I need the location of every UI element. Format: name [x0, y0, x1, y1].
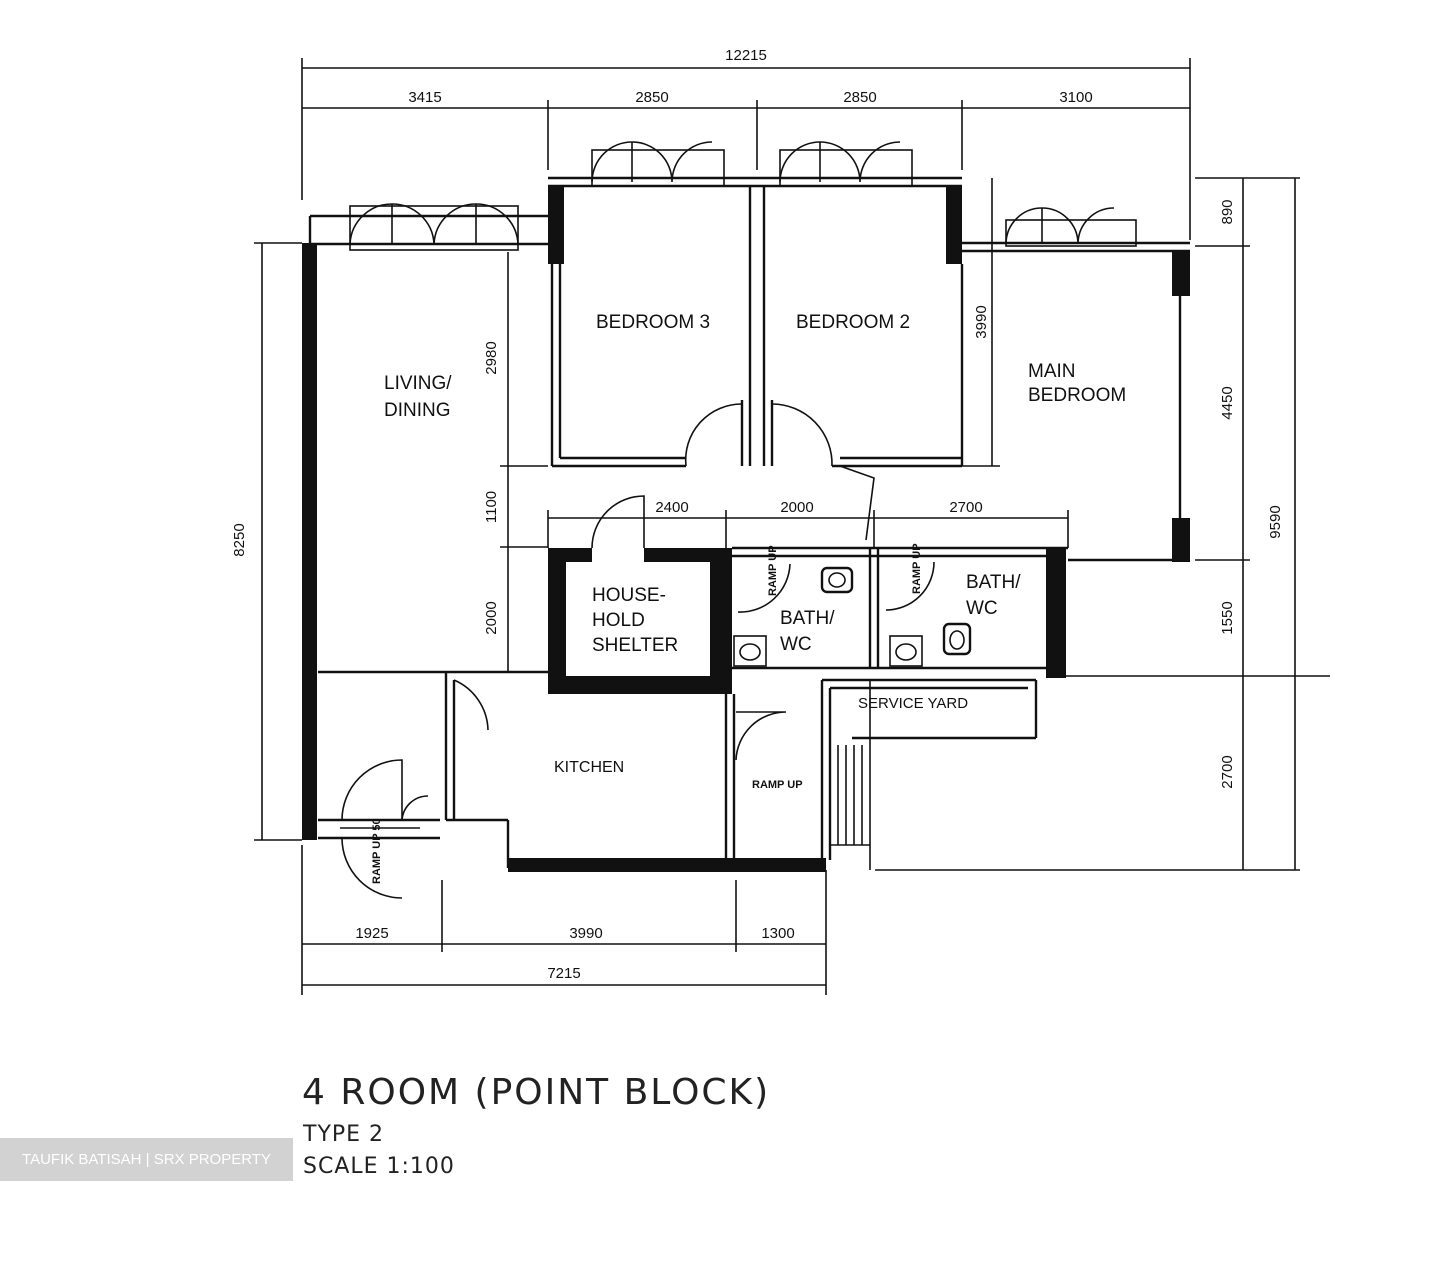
label-ramp-kitchen: RAMP UP: [752, 779, 803, 791]
label-service-yard: SERVICE YARD: [858, 695, 968, 712]
dim-right-4: 2700: [1219, 755, 1236, 788]
dim-top-total: 12215: [725, 47, 767, 64]
dim-right-3: 1550: [1219, 601, 1236, 634]
label-bedroom-2: BEDROOM 2: [796, 312, 910, 333]
dim-mid-2: 2000: [780, 499, 813, 516]
middle-dimension-line: [547, 510, 1069, 548]
plan-title: 4 ROOM (POINT BLOCK): [302, 1072, 771, 1113]
label-shelter-2: HOLD: [592, 610, 645, 631]
dim-bedroom2-depth: 3990: [973, 305, 990, 338]
dim-bottom-total: 7215: [547, 965, 580, 982]
doors: [341, 403, 935, 899]
dim-left-inner-2: 1100: [483, 491, 500, 523]
bottom-dimension-lines: [301, 845, 827, 995]
label-ramp-entrance: RAMP UP 50: [371, 818, 383, 884]
label-main-bedroom-2: BEDROOM: [1028, 385, 1126, 406]
watermark: TAUFIK BATISAH | SRX PROPERTY: [0, 1138, 293, 1181]
label-ramp-bath1: RAMP UP: [767, 545, 779, 596]
dim-top-4: 3100: [1059, 89, 1092, 106]
plan-type: TYPE 2: [303, 1122, 385, 1147]
label-bath2-2: WC: [966, 598, 998, 619]
bath-fixtures: [733, 566, 972, 667]
label-ramp-bath2: RAMP UP: [911, 543, 923, 594]
label-shelter-3: SHELTER: [592, 635, 678, 656]
windows: [349, 141, 1137, 251]
dim-bottom-1: 1925: [355, 925, 388, 942]
walls: [302, 176, 1190, 872]
dim-mid-3: 2700: [949, 499, 982, 516]
label-bath2-1: BATH/: [966, 572, 1021, 593]
dim-right-2: 4450: [1219, 386, 1236, 419]
dim-left-inner-3: 2000: [483, 601, 500, 634]
top-dimension-lines: [301, 58, 1191, 240]
dim-bottom-3: 1300: [761, 925, 794, 942]
label-bedroom-3: BEDROOM 3: [596, 312, 710, 333]
dim-mid-1: 2400: [655, 499, 688, 516]
dim-top-3: 2850: [843, 89, 876, 106]
dim-top-2: 2850: [635, 89, 668, 106]
label-kitchen: KITCHEN: [554, 759, 624, 776]
label-living-1: LIVING/: [384, 373, 452, 394]
right-dimension-lines: [875, 177, 1330, 871]
dim-right-1: 890: [1219, 199, 1236, 224]
label-living-2: DINING: [384, 400, 451, 421]
label-bath1-1: BATH/: [780, 608, 835, 629]
dim-left-inner-1: 2980: [483, 341, 500, 374]
dim-right-total: 9590: [1267, 505, 1284, 538]
dim-top-1: 3415: [408, 89, 441, 106]
left-dimension-lines: [254, 242, 548, 841]
label-bath1-2: WC: [780, 634, 812, 655]
plan-scale: SCALE 1:100: [303, 1154, 455, 1179]
label-main-bedroom-1: MAIN: [1028, 361, 1076, 382]
label-shelter-1: HOUSE-: [592, 585, 666, 606]
dim-bottom-2: 3990: [569, 925, 602, 942]
dim-left: 8250: [231, 523, 248, 556]
